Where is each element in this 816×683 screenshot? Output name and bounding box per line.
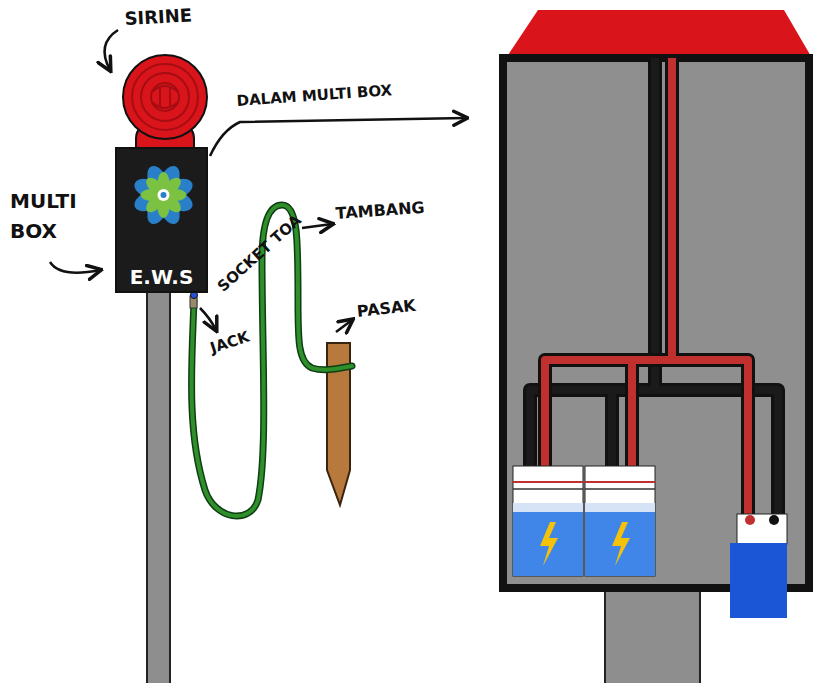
part-label: TAMBANG: [335, 198, 425, 223]
part-label: DALAM MULTI BOX: [236, 81, 393, 110]
multi-box: E.W.S: [115, 147, 208, 293]
siren-cap: [506, 10, 812, 58]
terminal-connector: [730, 514, 787, 618]
pole: [605, 588, 700, 683]
battery: [513, 466, 583, 576]
leader-arrow: [302, 224, 332, 228]
pole: [147, 290, 170, 683]
part-label: JACK: [208, 328, 251, 357]
leader-arrow: [200, 308, 216, 330]
part-label: MULTI BOX: [10, 186, 94, 246]
part-label: PASAK: [356, 296, 417, 321]
leader-arrow: [105, 30, 118, 70]
leader-arrow: [50, 262, 100, 273]
leader-arrow: [210, 118, 466, 156]
box-interior: [503, 58, 809, 588]
siren: [123, 55, 207, 139]
rope-outline: [192, 205, 352, 516]
box-label: E.W.S: [117, 265, 206, 289]
wires: [530, 58, 778, 520]
part-label: SIRINE: [124, 4, 193, 29]
leader-arrow: [336, 320, 352, 332]
rope: [192, 205, 352, 516]
battery: [585, 466, 655, 576]
